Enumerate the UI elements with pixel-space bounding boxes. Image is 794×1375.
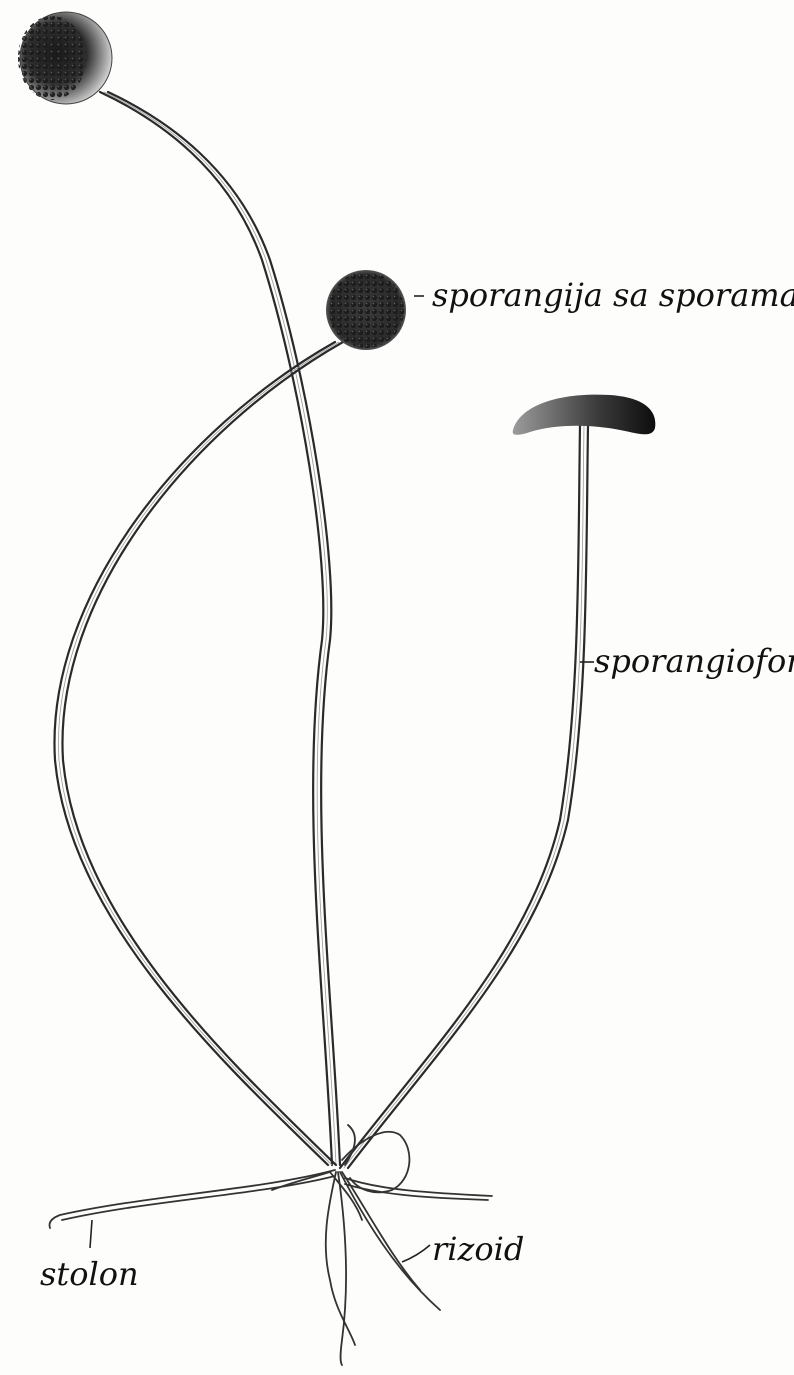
sporangiophore-tall [100,92,340,1165]
label-leaders [90,296,594,1262]
leader-stolon [90,1220,92,1248]
label-sporangiophore: sporangiofor [594,642,794,680]
leader-rhizoid [402,1245,430,1262]
label-rhizoid: rizoid [432,1230,524,1268]
sporangium-middle [326,270,406,350]
stolon [49,1170,492,1228]
sporangiophore-right [340,425,588,1168]
sporangium-top-left [18,12,112,104]
sporangiophore-curved [54,342,343,1165]
rhizoids [272,1125,440,1365]
label-stolon: stolon [40,1255,139,1293]
label-sporangium: sporangija sa sporama [432,276,794,314]
